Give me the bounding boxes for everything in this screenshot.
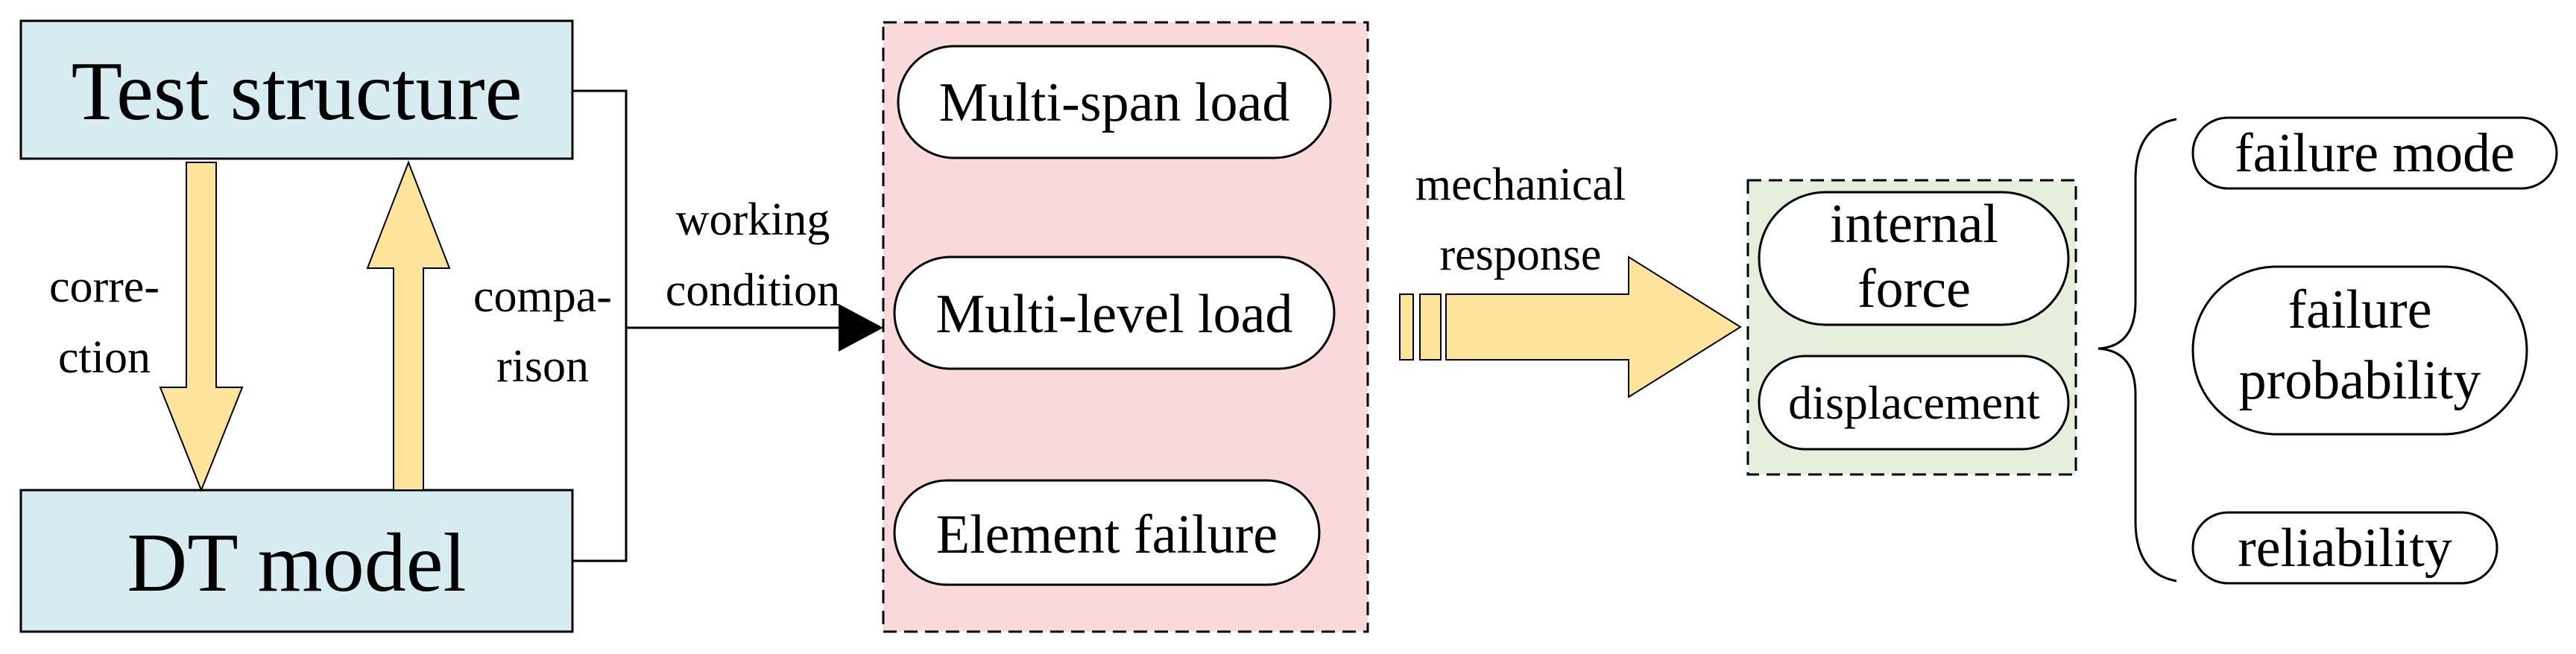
result-pill-reliability	[2191, 511, 2498, 585]
correction-label-line2: ction	[58, 332, 151, 383]
condition-pill-multi-span	[897, 45, 1332, 159]
results-brace	[2097, 118, 2177, 582]
condition-label-multi-level: Multi-level load	[936, 284, 1293, 345]
result-pill-failure-mode	[2191, 116, 2558, 190]
condition-label-element-failure: Element failure	[936, 504, 1278, 565]
dt-model-label: DT model	[127, 517, 466, 609]
comparison-arrow	[366, 160, 451, 491]
condition-label-multi-span: Multi-span load	[939, 72, 1290, 133]
response-label-displacement: displacement	[1788, 376, 2040, 429]
condition-pill-multi-level	[893, 255, 1336, 370]
result-label-reliability: reliability	[2238, 518, 2452, 579]
connector-bracket	[572, 89, 628, 562]
condition-pill-element-failure	[893, 479, 1321, 586]
test-structure-box	[19, 19, 574, 160]
response-label-internal-2: force	[1857, 258, 1971, 320]
correction-label-line1: corre-	[49, 261, 160, 312]
result-pill-failure-probability	[2191, 265, 2528, 436]
mechanical-label-line2: response	[1440, 229, 1602, 280]
response-arrow	[1445, 255, 1742, 399]
result-label-failure-probability-1: failure	[2288, 279, 2431, 340]
response-pill-displacement	[1758, 355, 2070, 451]
working-condition-arrowhead	[839, 304, 883, 352]
working-label-line2: condition	[666, 265, 840, 316]
working-label-line1: working	[676, 194, 830, 245]
correction-arrow	[159, 162, 244, 492]
result-label-failure-mode: failure mode	[2235, 123, 2515, 184]
comparison-label-line2: rison	[496, 341, 589, 392]
response-label-internal-1: internal	[1830, 194, 1998, 255]
response-arrow-stripe-1	[1399, 293, 1414, 361]
dt-model-box	[19, 489, 574, 633]
test-structure-label: Test structure	[72, 45, 523, 138]
response-pill-internal-force	[1758, 191, 2070, 326]
mechanical-label-line1: mechanical	[1415, 159, 1626, 210]
comparison-label-line1: compa-	[473, 271, 612, 322]
response-arrow-stripe-2	[1419, 293, 1442, 361]
result-label-failure-probability-2: probability	[2239, 350, 2481, 411]
